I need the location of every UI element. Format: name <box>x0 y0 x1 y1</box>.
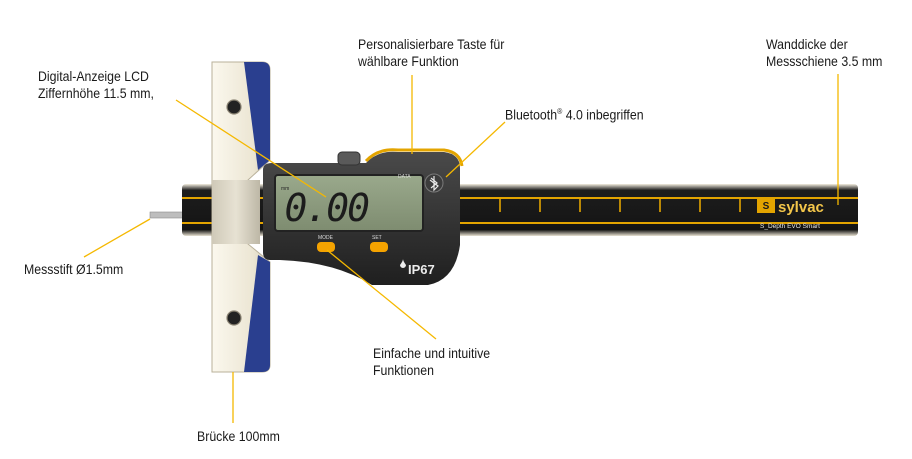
registered-mark: ® <box>557 107 563 116</box>
callout-rail: Wanddicke der Messschiene 3.5 mm <box>766 36 882 70</box>
callout-lcd-line2: Ziffernhöhe 11.5 mm, <box>38 85 154 101</box>
callout-rail-line2: Messschiene 3.5 mm <box>766 53 883 69</box>
callout-pin: Messstift Ø1.5mm <box>24 261 123 278</box>
callout-functions: Einfache und intuitive Funktionen <box>373 345 490 379</box>
bridge <box>211 61 271 373</box>
callout-bluetooth-name: Bluetooth <box>505 106 558 123</box>
callout-bridge-text: Brücke 100mm <box>197 428 280 444</box>
bridge-hole-bottom <box>226 310 242 326</box>
callout-button-line1: Personalisierbare Taste für <box>358 36 505 52</box>
callout-button-line2: wählbare Funktion <box>358 53 459 69</box>
ip-rating: IP67 <box>408 262 435 277</box>
display-reading: 0.00 <box>284 186 369 230</box>
leader-pin <box>83 218 151 258</box>
mode-button <box>317 242 335 252</box>
callout-custom-button: Personalisierbare Taste für wählbare Fun… <box>358 36 504 70</box>
unit-label: mm <box>281 186 289 192</box>
lcd-display <box>274 174 424 232</box>
leader-lcd <box>175 99 327 198</box>
measuring-pin <box>149 211 185 219</box>
callout-lcd-line1: Digital-Anzeige LCD <box>38 68 149 84</box>
leader-lines <box>83 74 839 423</box>
top-button <box>337 151 361 166</box>
set-label: SET <box>372 235 382 241</box>
callout-rail-line1: Wanddicke der <box>766 36 848 52</box>
callout-bluetooth: Bluetooth® 4.0 inbegriffen <box>505 103 644 124</box>
callout-bridge: Brücke 100mm <box>197 428 280 445</box>
leader-functions <box>326 249 437 340</box>
callout-bluetooth-rest: 4.0 inbegriffen <box>562 106 644 123</box>
leader-bluetooth <box>445 121 506 178</box>
set-button <box>370 242 388 252</box>
brand-name: sylvac <box>778 199 824 216</box>
brand-plate: S sylvac S_Depth EVO Smart <box>757 197 824 230</box>
callout-functions-line1: Einfache und intuitive <box>373 345 491 361</box>
callout-pin-text: Messstift Ø1.5mm <box>24 261 124 277</box>
model-name: S_Depth EVO Smart <box>760 223 820 230</box>
mode-label: MODE <box>318 235 334 241</box>
electronic-unit: 0.00 mm DATA MODE SET IP67 <box>263 148 464 285</box>
svg-text:S: S <box>763 201 770 212</box>
callout-functions-line2: Funktionen <box>373 362 434 378</box>
bridge-hole-top <box>226 99 242 115</box>
callout-lcd: Digital-Anzeige LCD Ziffernhöhe 11.5 mm, <box>38 68 154 102</box>
data-label: DATA <box>398 174 411 180</box>
